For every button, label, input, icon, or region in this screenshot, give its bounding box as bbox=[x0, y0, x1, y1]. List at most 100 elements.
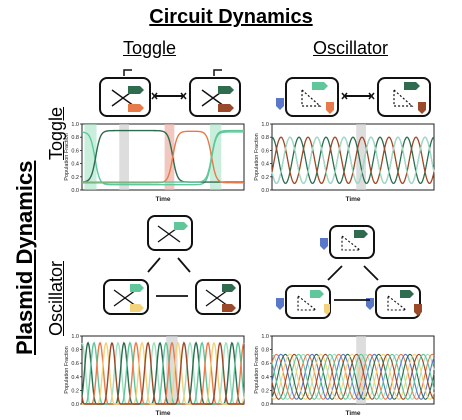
y-tick-label: 0.6 bbox=[71, 361, 79, 367]
cycle-arrows bbox=[327, 265, 379, 301]
highlight-band bbox=[209, 124, 222, 190]
y-tick-label: 0.2 bbox=[71, 388, 79, 394]
highlight-band bbox=[84, 124, 97, 190]
plot-frame bbox=[271, 123, 435, 191]
oscillator-oscillator-diagram bbox=[276, 225, 422, 319]
gene-icon bbox=[320, 238, 328, 250]
gene-icon bbox=[130, 284, 144, 292]
cycle-arrows bbox=[147, 257, 191, 297]
series-line bbox=[81, 341, 244, 405]
plasmid-box-left bbox=[285, 77, 339, 117]
gene-icon bbox=[276, 298, 284, 310]
y-tick-label: 0.2 bbox=[71, 175, 79, 181]
plasmid-box-right bbox=[195, 279, 241, 315]
gene-icon bbox=[222, 284, 236, 292]
column-header-oscillator: Oscillator bbox=[313, 38, 389, 58]
y-tick-label: 0.2 bbox=[261, 175, 269, 181]
close-icon bbox=[341, 92, 375, 100]
toggle-oscillator-diagram bbox=[103, 215, 241, 315]
gene-icon bbox=[418, 102, 426, 114]
series-line bbox=[271, 136, 435, 184]
gene-icon bbox=[276, 98, 284, 110]
plasmid-box-left bbox=[103, 279, 149, 315]
page-title: Circuit Dynamics bbox=[149, 6, 313, 28]
series-line bbox=[271, 353, 435, 400]
oscillator-toggle-diagram bbox=[276, 77, 431, 117]
y-tick-label: 0.8 bbox=[261, 135, 269, 141]
highlight-band bbox=[356, 336, 366, 404]
promoter-icon bbox=[213, 69, 222, 76]
y-tick-label: 0.8 bbox=[71, 135, 79, 141]
plasmid-box-left bbox=[285, 285, 331, 319]
gene-icon bbox=[414, 304, 422, 316]
repression-loop bbox=[297, 294, 318, 311]
gene-icon bbox=[324, 304, 330, 315]
x-axis-label: Time bbox=[345, 196, 360, 203]
gene-icon bbox=[130, 304, 144, 312]
gene-icon bbox=[354, 230, 368, 238]
y-tick-label: 1.0 bbox=[71, 122, 79, 128]
plot-frame bbox=[81, 123, 245, 191]
gene-icon bbox=[312, 82, 328, 90]
gene-icon bbox=[128, 86, 144, 94]
plasmid-box-right bbox=[375, 285, 421, 319]
toggle-toggle-diagram bbox=[99, 69, 241, 117]
close-icon bbox=[151, 92, 187, 100]
x-axis-label: Time bbox=[155, 196, 170, 203]
plasmid-box-right bbox=[189, 77, 241, 117]
y-tick-label: 1.0 bbox=[71, 334, 79, 340]
y-tick-label: 0.4 bbox=[261, 375, 269, 381]
y-tick-label: 0.2 bbox=[261, 388, 269, 394]
y-tick-label: 0.4 bbox=[71, 162, 79, 168]
plasmid-box-top bbox=[329, 225, 375, 259]
row-super-header: Plasmid Dynamics bbox=[12, 160, 37, 355]
y-tick-label: 0.4 bbox=[261, 162, 269, 168]
repression-loop-right bbox=[393, 88, 414, 107]
x-axis-label: Time bbox=[155, 410, 170, 417]
y-tick-label: 0.6 bbox=[261, 361, 269, 367]
row-header-oscillator: Oscillator bbox=[46, 260, 66, 336]
y-tick-label: 0.4 bbox=[71, 375, 79, 381]
gene-icon bbox=[218, 86, 234, 94]
column-header-toggle: Toggle bbox=[123, 38, 177, 58]
repression-cross bbox=[205, 289, 229, 307]
repression-cross bbox=[113, 289, 137, 307]
repression-loop bbox=[341, 234, 362, 251]
promoter-icon bbox=[123, 69, 132, 76]
y-tick-label: 0.8 bbox=[71, 348, 79, 354]
series-line bbox=[81, 129, 244, 183]
repression-loop bbox=[387, 294, 408, 311]
highlight-band bbox=[356, 124, 366, 190]
highlight-band bbox=[164, 124, 175, 190]
series-line bbox=[271, 353, 435, 400]
plasmid-box-right bbox=[377, 77, 431, 117]
y-axis-label: Population Fraction bbox=[254, 133, 260, 180]
y-tick-label: 0.0 bbox=[71, 402, 79, 408]
highlight-band bbox=[166, 336, 178, 404]
y-tick-label: 1.0 bbox=[261, 122, 269, 128]
y-tick-label: 0.0 bbox=[261, 402, 269, 408]
series-line bbox=[82, 129, 244, 183]
plasmid-box-left bbox=[99, 77, 151, 117]
gene-icon bbox=[366, 298, 374, 310]
y-tick-label: 1.0 bbox=[261, 334, 269, 340]
series-line bbox=[271, 353, 435, 400]
gene-icon bbox=[400, 290, 414, 298]
plot-frame bbox=[271, 335, 435, 405]
gene-icon bbox=[128, 104, 144, 112]
gene-icon bbox=[218, 104, 234, 112]
x-axis-label: Time bbox=[345, 410, 360, 417]
y-tick-label: 0.0 bbox=[261, 188, 269, 194]
plasmid-box-top bbox=[147, 215, 193, 251]
highlight-band bbox=[119, 124, 129, 190]
gene-icon bbox=[404, 82, 420, 90]
y-axis-label: Population Fraction bbox=[64, 133, 70, 180]
y-axis-label: Population Fraction bbox=[254, 346, 260, 393]
series-line bbox=[271, 353, 435, 400]
gene-icon bbox=[326, 102, 334, 114]
gene-icon bbox=[174, 222, 188, 230]
series-line bbox=[271, 353, 435, 400]
